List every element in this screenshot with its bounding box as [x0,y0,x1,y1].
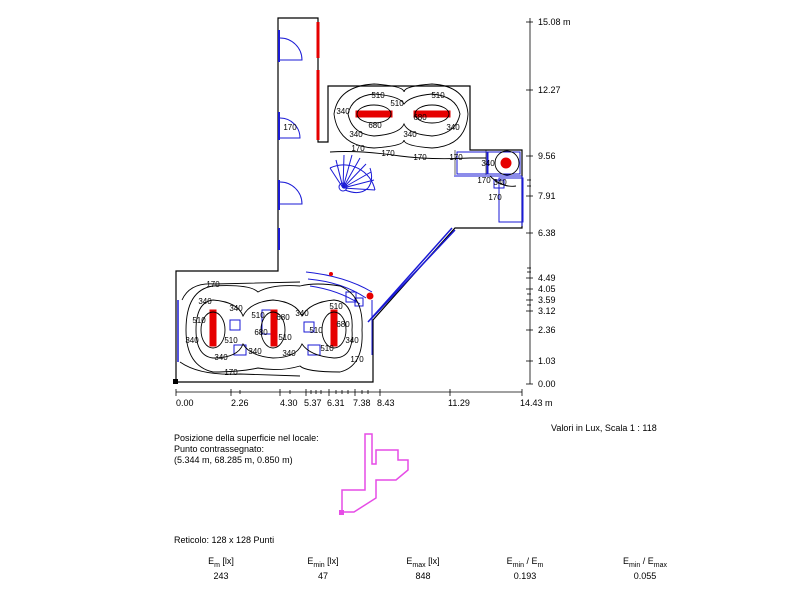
contour-label: 680 [413,113,427,122]
contour-label: 680 [276,313,290,322]
contour-label: 340 [481,159,495,168]
isolux-contours [179,83,520,377]
x-tick-label: 5.37 [304,398,322,408]
contour-label: 340 [248,347,262,356]
y-tick-label: 7.91 [538,191,556,201]
y-tick-label: 1.03 [538,356,556,366]
minimap [339,433,409,515]
x-tick-label: 14.43 m [520,398,553,408]
grid-resolution: Reticolo: 128 x 128 Punti [174,535,275,545]
marked-point [173,379,178,384]
contour-label: 170 [381,149,395,158]
y-axis [526,18,533,385]
contour-label: 510 [320,344,334,353]
contour-label: 170 [283,123,297,132]
contour-label: 340 [336,107,350,116]
y-tick-label: 6.38 [538,228,556,238]
contour-label: 510 [371,91,385,100]
contour-label: 510 [278,333,292,342]
y-tick-label: 4.05 [538,284,556,294]
contour-label: 340 [229,304,243,313]
scale-note: Valori in Lux, Scala 1 : 118 [551,423,657,433]
contour-label: 340 [493,178,507,187]
y-tick-label: 0.00 [538,379,556,389]
contour-label: 680 [254,328,268,337]
luminaires [209,22,512,347]
contour-label: 340 [345,336,359,345]
contour-label: 170 [477,176,491,185]
y-tick-label: 9.56 [538,151,556,161]
contour-label: 340 [185,336,199,345]
y-tick-label: 3.59 [538,295,556,305]
x-axis [175,389,523,396]
x-tick-label: 11.29 [448,398,470,408]
x-tick-label: 7.38 [353,398,371,408]
y-tick-label: 12.27 [538,85,561,95]
contour-label: 510 [309,326,323,335]
x-tick-label: 8.43 [377,398,395,408]
contour-label: 510 [251,311,265,320]
stat-emax: Emax [lx] 848 [378,556,468,582]
contour-label: 680 [336,320,350,329]
stat-emin-value: 47 [317,570,328,581]
contour-label: 340 [446,123,460,132]
contour-label: 510 [192,316,206,325]
contour-label: 510 [329,302,343,311]
marked-point-label: Punto contrassegnato: [174,444,265,454]
contour-label: 170 [224,368,238,377]
contour-label: 340 [282,349,296,358]
stat-emax-value: 848 [415,570,431,581]
doors-and-furniture [177,30,524,362]
y-tick-label: 4.49 [538,273,556,283]
position-heading: Posizione della superficie nel locale: [174,433,319,443]
stat-emin-emax-value: 0.055 [633,570,657,581]
x-tick-label: 2.26 [231,398,249,408]
stat-em-value: 243 [213,570,229,581]
contour-label: 340 [295,309,309,318]
contour-label: 340 [198,297,212,306]
stat-emin: Emin [lx] 47 [278,556,368,582]
contour-label: 170 [488,193,502,202]
contour-label: 340 [214,353,228,362]
stat-em: Em [lx] 243 [176,556,266,582]
contour-label: 680 [368,121,382,130]
marked-point-coords: (5.344 m, 68.285 m, 0.850 m) [174,455,293,465]
x-tick-label: 4.30 [280,398,298,408]
contour-label: 170 [206,280,220,289]
x-tick-label: 6.31 [327,398,345,408]
contour-label: 510 [390,99,404,108]
contour-label: 170 [350,355,364,364]
y-tick-label: 3.12 [538,306,556,316]
contour-label: 170 [351,144,365,153]
spiral-stair [329,154,376,194]
contour-label: 340 [403,130,417,139]
stat-emin-em-value: 0.193 [513,570,537,581]
contour-label: 510 [224,336,238,345]
x-tick-label: 0.00 [176,398,194,408]
contour-label: 170 [413,153,427,162]
contour-label: 510 [431,91,445,100]
contour-label: 170 [449,153,463,162]
stat-emin-emax: Emin / Emax 0.055 [600,556,690,582]
y-tick-label: 2.36 [538,325,556,335]
contour-labels: 510 510 510 340 680 680 340 340 340 170 … [185,91,507,377]
contour-label: 340 [349,130,363,139]
stat-emin-em: Emin / Em 0.193 [480,556,570,582]
inner-lines [318,141,487,175]
y-tick-label: 15.08 m [538,17,571,27]
